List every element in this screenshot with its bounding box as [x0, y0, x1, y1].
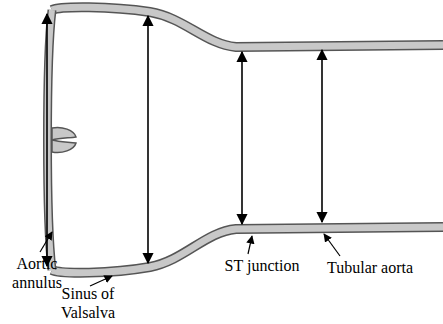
part-label: Sinus of Valsalva	[40, 284, 136, 322]
part-label: Aortic annulus	[2, 254, 72, 292]
upper-wall-core	[52, 7, 443, 47]
tubular-diameter	[321, 50, 323, 222]
part-label: ST junction	[212, 256, 312, 275]
sinus-diameter	[147, 16, 149, 263]
leader-line	[90, 276, 112, 286]
leader-line	[40, 232, 52, 252]
leader-line	[248, 236, 252, 254]
leader-line	[324, 234, 340, 256]
st-junction-diameter	[241, 52, 243, 224]
part-label: Tubular aorta	[310, 258, 430, 277]
annulus-diameter	[46, 14, 48, 266]
valve-leaflet	[52, 140, 76, 153]
valve-leaflet	[52, 127, 76, 140]
upper-wall	[52, 7, 443, 47]
